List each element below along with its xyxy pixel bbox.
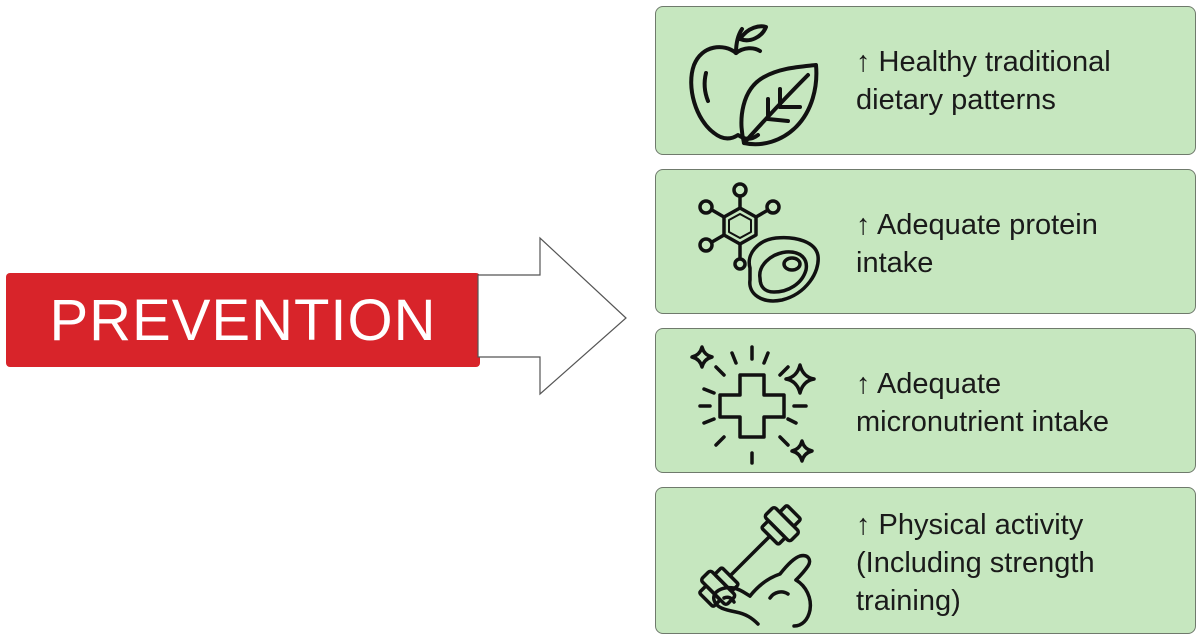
card-line: ↑ Adequate protein — [856, 209, 1098, 241]
card-line: training) — [856, 585, 961, 617]
card-line: (Including strength — [856, 547, 1095, 579]
card-line: micronutrient intake — [856, 406, 1110, 438]
prevention-box: PREVENTION — [6, 273, 480, 367]
molecule-steak-icon — [684, 176, 824, 306]
card-line: ↑ Adequate — [856, 368, 1002, 400]
card-text: ↑ Healthy traditional dietary patterns — [856, 43, 1185, 119]
card-line: intake — [856, 247, 934, 279]
card-text: ↑ Adequate micronutrient intake — [856, 365, 1185, 441]
card-micronutrient-intake: ↑ Adequate micronutrient intake — [655, 328, 1196, 473]
prevention-label: PREVENTION — [49, 287, 437, 353]
card-physical-activity: ↑ Physical activity (Including strength … — [655, 487, 1196, 634]
dumbbell-arm-icon — [684, 494, 824, 629]
card-text: ↑ Physical activity (Including strength … — [856, 506, 1185, 620]
card-line: ↑ Physical activity — [856, 509, 1084, 541]
sparkle-cross-icon — [684, 337, 824, 467]
card-text: ↑ Adequate protein intake — [856, 206, 1185, 282]
apple-leaf-icon — [684, 15, 824, 150]
card-line: dietary patterns — [856, 84, 1056, 116]
right-arrow-icon — [477, 236, 627, 396]
card-line: ↑ Healthy traditional — [856, 46, 1111, 78]
card-protein-intake: ↑ Adequate protein intake — [655, 169, 1196, 314]
card-dietary-patterns: ↑ Healthy traditional dietary patterns — [655, 6, 1196, 155]
